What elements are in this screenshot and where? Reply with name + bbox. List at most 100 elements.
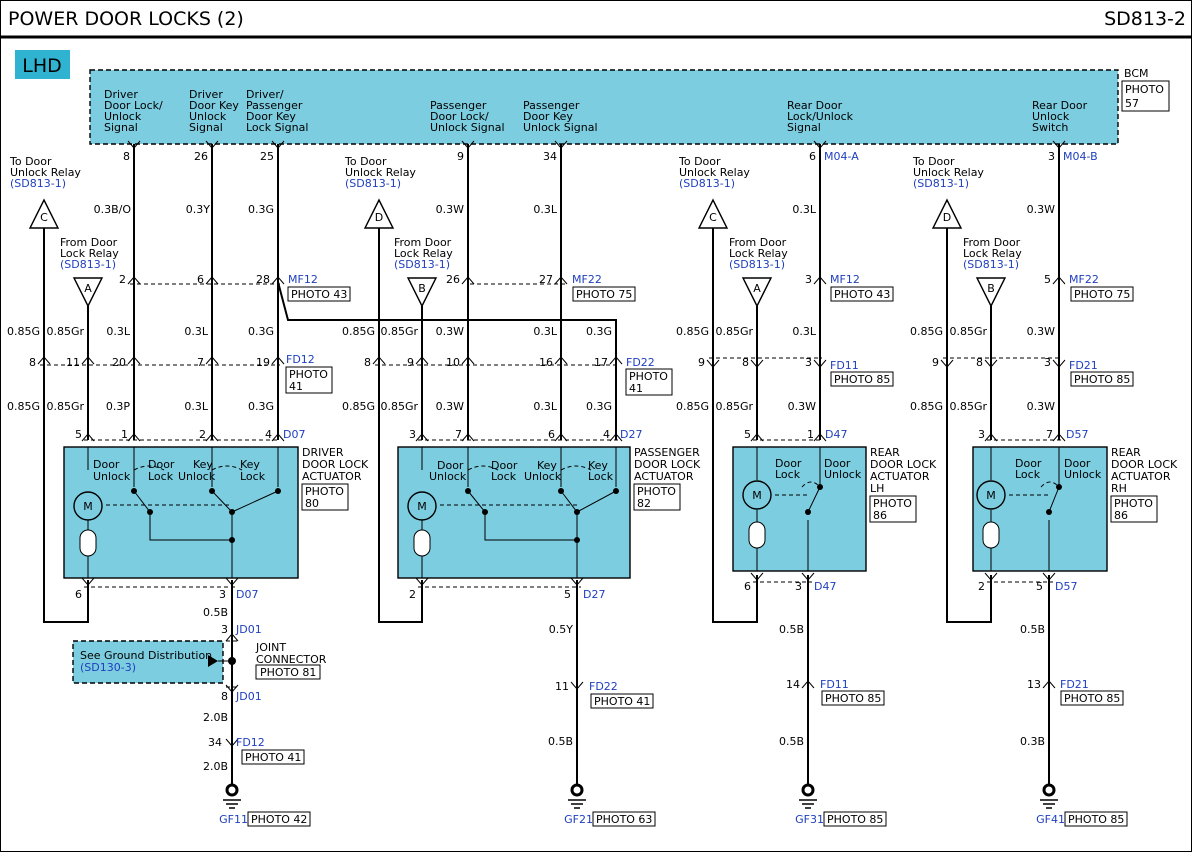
ground-name-0: GF11 [219, 813, 248, 826]
relay-unlock-letter-3: D [943, 211, 951, 224]
wire-mid-2: 0.3L [106, 325, 130, 338]
connector-ref-15: D57 [1055, 580, 1077, 593]
wire-mid-11: 0.85Gr [715, 325, 753, 338]
connector-chevron [271, 276, 285, 285]
bcm-signal-4-0: Passenger [523, 99, 580, 112]
connector-chevron [127, 356, 141, 365]
relay-unlock-letter-1: D [375, 211, 383, 224]
actuator-0-name-2: ACTUATOR [302, 470, 362, 483]
connector-ref-7: FD21 [1069, 359, 1098, 372]
pin-fd-4: 19 [256, 356, 270, 369]
relay-lock-letter-2: A [753, 282, 761, 295]
actuator-2-switch-label-0: Door [775, 457, 802, 470]
wire-bottom-2: 2.0B [203, 760, 228, 773]
pin-misc-2: 34 [208, 736, 222, 749]
relay-unlock-text-1-1: Unlock Relay [345, 166, 416, 179]
actuator-1-switch-label-5: Unlock [524, 470, 562, 483]
connector-ref-16: JD01 [235, 623, 262, 636]
connector-chevron [1052, 276, 1066, 285]
pin-act-bot-2: 2 [409, 588, 416, 601]
pin-fd-15: 3 [1044, 356, 1051, 369]
actuator-2-switch-label-3: Unlock [824, 468, 862, 481]
connector-chevron [750, 359, 764, 368]
connector-chevron [81, 577, 95, 586]
wire-bottom-4: 0.5B [548, 735, 573, 748]
bcm-signal-5-2: Signal [787, 121, 821, 134]
connector-chevron [271, 433, 285, 442]
joint-dot [228, 657, 236, 665]
connector-chevron [461, 356, 475, 365]
relay-lock-ref-1: (SD813-1) [394, 258, 450, 271]
connector-photo-2-box [830, 286, 894, 302]
junction-dot [147, 509, 153, 515]
actuator-0-name-0: DRIVER [302, 446, 344, 459]
actuator-1-name-0: PASSENGER [634, 446, 700, 459]
wire-mid-15: 0.3W [1027, 325, 1055, 338]
junction-dot [465, 488, 471, 494]
bcm-pin-ref-m04a: M04-A [824, 150, 859, 163]
connector-ref-3: MF22 [1069, 273, 1099, 286]
connector-chevron [570, 681, 584, 690]
ground-photo-box-2 [823, 811, 887, 827]
wire-low-9: 0.3G [586, 400, 612, 413]
bcm-signal-0-3: Signal [104, 121, 138, 134]
relay-lock-text-2-1: Lock Relay [729, 247, 788, 260]
actuator-2-name-0: REAR [870, 446, 900, 459]
connector-chevron [127, 140, 141, 149]
connector-chevron [554, 433, 568, 442]
pin-fd-3: 7 [197, 356, 204, 369]
connector-ref-20: FD11 [820, 678, 849, 691]
junction-dot [805, 509, 811, 515]
wire-low-8: 0.3L [533, 400, 557, 413]
ground-icon [225, 783, 239, 797]
relay-unlock-triangle-icon [363, 198, 395, 229]
wire-low-0: 0.85G [7, 400, 40, 413]
bcm-pin-0: 8 [123, 150, 130, 163]
bcm-signal-2-2: Door Key [246, 110, 296, 123]
actuator-0-switch-label-2: Door [148, 458, 175, 471]
fd-photo-box-0 [285, 366, 333, 394]
connector-photo-6: PHOTO 41 [245, 751, 301, 764]
bcm-signal-6-0: Rear Door [1032, 99, 1088, 112]
bcm-signal-6-1: Unlock [1032, 110, 1070, 123]
bcm-box [89, 69, 1119, 145]
bcm-pin-ref-m04b: M04-B [1063, 150, 1098, 163]
connector-chevron [271, 356, 285, 365]
ground-name-1: GF21 [564, 813, 593, 826]
wire-mid-0: 0.85G [7, 325, 40, 338]
connector-chevron [415, 356, 429, 365]
junction-dot [275, 488, 281, 494]
connector-photo-0: PHOTO 43 [291, 288, 347, 301]
ground-bars-icon [799, 799, 817, 809]
actuator-0-photo-line1: PHOTO [305, 485, 344, 498]
actuator-1-switch-label-6: Key [588, 459, 608, 472]
wire-low-3: 0.3L [184, 400, 208, 413]
pin-fd-13: 9 [932, 356, 939, 369]
connector-chevron [609, 356, 623, 365]
connector-chevron [81, 356, 95, 365]
actuator-2-photo-box [869, 495, 917, 523]
relay-unlock-triangle-icon [697, 198, 729, 229]
switch-arc [801, 481, 821, 488]
connector-ref-8: D07 [283, 428, 305, 441]
pin-act-top-5: 7 [455, 428, 462, 441]
passenger-actuator-box [397, 446, 631, 579]
relay-lock-triangle-icon [975, 277, 1007, 308]
connector-chevron [940, 359, 954, 368]
connector-chevron [415, 577, 429, 586]
bcm-signal-2-0: Driver/ [246, 88, 284, 101]
bcm-pin-3: 9 [457, 150, 464, 163]
relay-lock-ref-2: (SD813-1) [729, 258, 785, 271]
actuator-1-photo-line2: 82 [637, 497, 651, 510]
fd-photo-line1-0: PHOTO [289, 368, 328, 381]
connector-photo-3-box [1070, 286, 1134, 302]
actuator-3-name-0: REAR [1111, 446, 1141, 459]
wire-mid-1: 0.85Gr [46, 325, 84, 338]
bcm-pin-5: 6 [809, 150, 816, 163]
relay-unlock-text-0-0: To Door [9, 155, 52, 168]
connector-ref-1: MF22 [572, 273, 602, 286]
wire-top-1: 0.3Y [186, 203, 210, 216]
connector-chevron [984, 433, 998, 442]
connector-chevron [984, 572, 998, 581]
